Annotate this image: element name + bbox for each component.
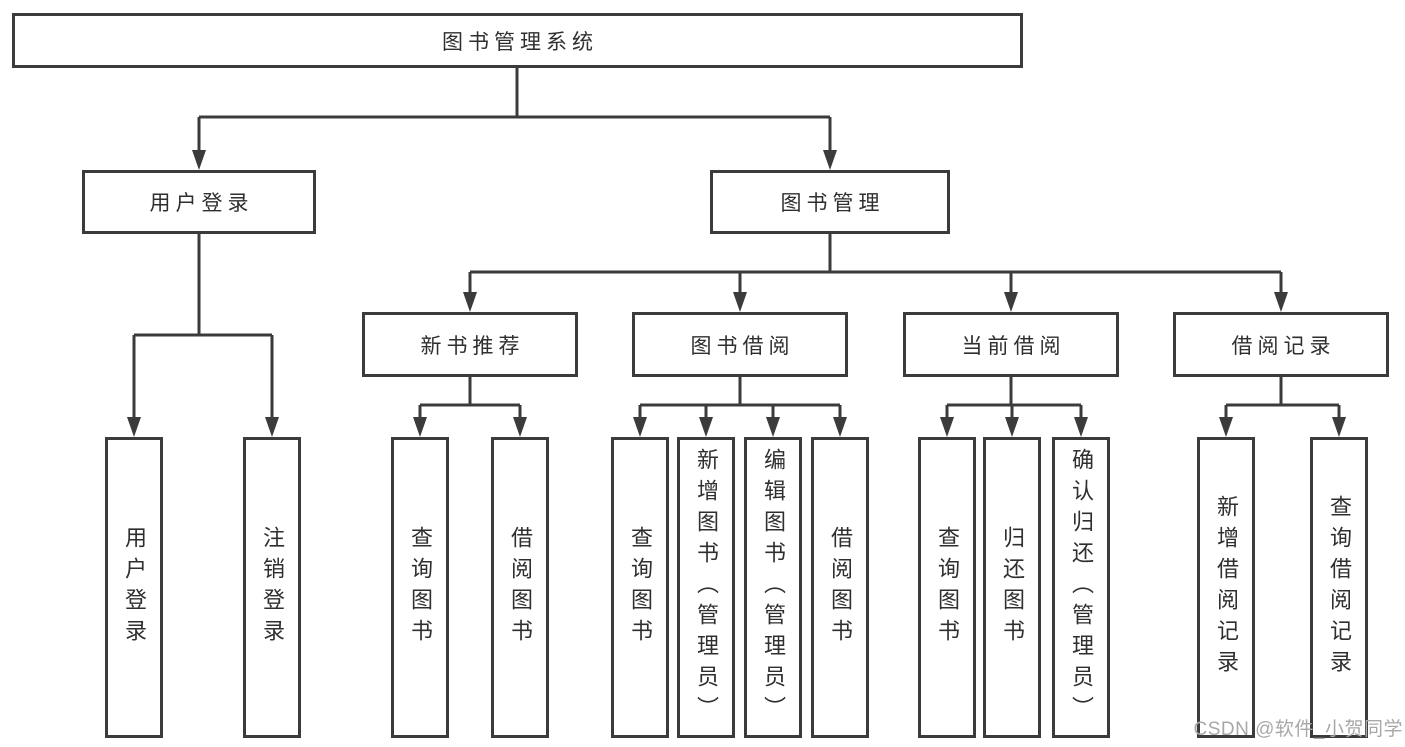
arrowheads [127, 150, 1346, 437]
node-book-borrow: 图书借阅 [632, 312, 848, 377]
leaf-logout: 注销登录 [243, 437, 301, 738]
leaf-borrow-add-book-admin: 新增图书（管理员） [677, 437, 735, 738]
node-current-borrow: 当前借阅 [903, 312, 1119, 377]
node-label: 借阅图书 [508, 525, 533, 650]
node-label: 新增借阅记录 [1214, 494, 1239, 681]
leaf-borrow-edit-book-admin: 编辑图书（管理员） [744, 437, 802, 738]
node-new-book-recommend: 新书推荐 [362, 312, 578, 377]
node-label: 图书借阅 [690, 334, 795, 358]
node-label: 编辑图书（管理员） [761, 448, 786, 727]
connector-new-book-recommend-branch [418, 377, 522, 419]
leaf-current-return-book: 归还图书 [983, 437, 1041, 738]
node-label: 借阅图书 [828, 525, 853, 650]
node-label: 当前借阅 [961, 334, 1066, 358]
leaf-newrec-query-book: 查询图书 [391, 437, 449, 738]
node-label: 图书管理 [780, 192, 885, 215]
leaf-records-add-record: 新增借阅记录 [1197, 437, 1255, 738]
node-label: 借阅记录 [1231, 334, 1336, 358]
node-label: 查询图书 [935, 525, 960, 650]
leaf-user-login: 用户登录 [105, 437, 163, 738]
node-label: 确认归还（管理员） [1069, 448, 1094, 727]
connector-book-management-branch [468, 234, 1283, 294]
node-label: 查询图书 [408, 525, 433, 650]
node-library-management-system: 图书管理系统 [12, 13, 1023, 68]
node-user-login: 用户登录 [82, 170, 316, 234]
connector-borrow-records-branch [1224, 377, 1341, 419]
node-borrow-records: 借阅记录 [1173, 312, 1389, 377]
connector-current-borrow-branch [945, 377, 1083, 419]
node-label: 新增图书（管理员） [694, 448, 719, 727]
connector-user-login-branch [132, 234, 274, 419]
leaf-borrow-borrow-book: 借阅图书 [811, 437, 869, 738]
connector-root-branch [197, 68, 832, 151]
leaf-current-query-book: 查询图书 [918, 437, 976, 738]
leaf-newrec-borrow-book: 借阅图书 [491, 437, 549, 738]
leaf-borrow-query-book: 查询图书 [611, 437, 669, 738]
node-label: 用户登录 [149, 192, 254, 215]
leaf-records-query-record: 查询借阅记录 [1310, 437, 1368, 738]
node-label: 用户登录 [122, 525, 147, 650]
connector-book-borrow-branch [638, 377, 842, 419]
node-label: 查询图书 [628, 525, 653, 650]
node-label: 图书管理系统 [442, 30, 598, 54]
node-label: 查询借阅记录 [1327, 494, 1352, 681]
node-label: 新书推荐 [420, 334, 525, 358]
node-label: 注销登录 [260, 525, 285, 650]
node-book-management: 图书管理 [710, 170, 950, 234]
node-label: 归还图书 [1000, 525, 1025, 650]
csdn-watermark: CSDN @软件_小贺同学 [1193, 719, 1403, 740]
leaf-current-confirm-return-admin: 确认归还（管理员） [1052, 437, 1110, 738]
